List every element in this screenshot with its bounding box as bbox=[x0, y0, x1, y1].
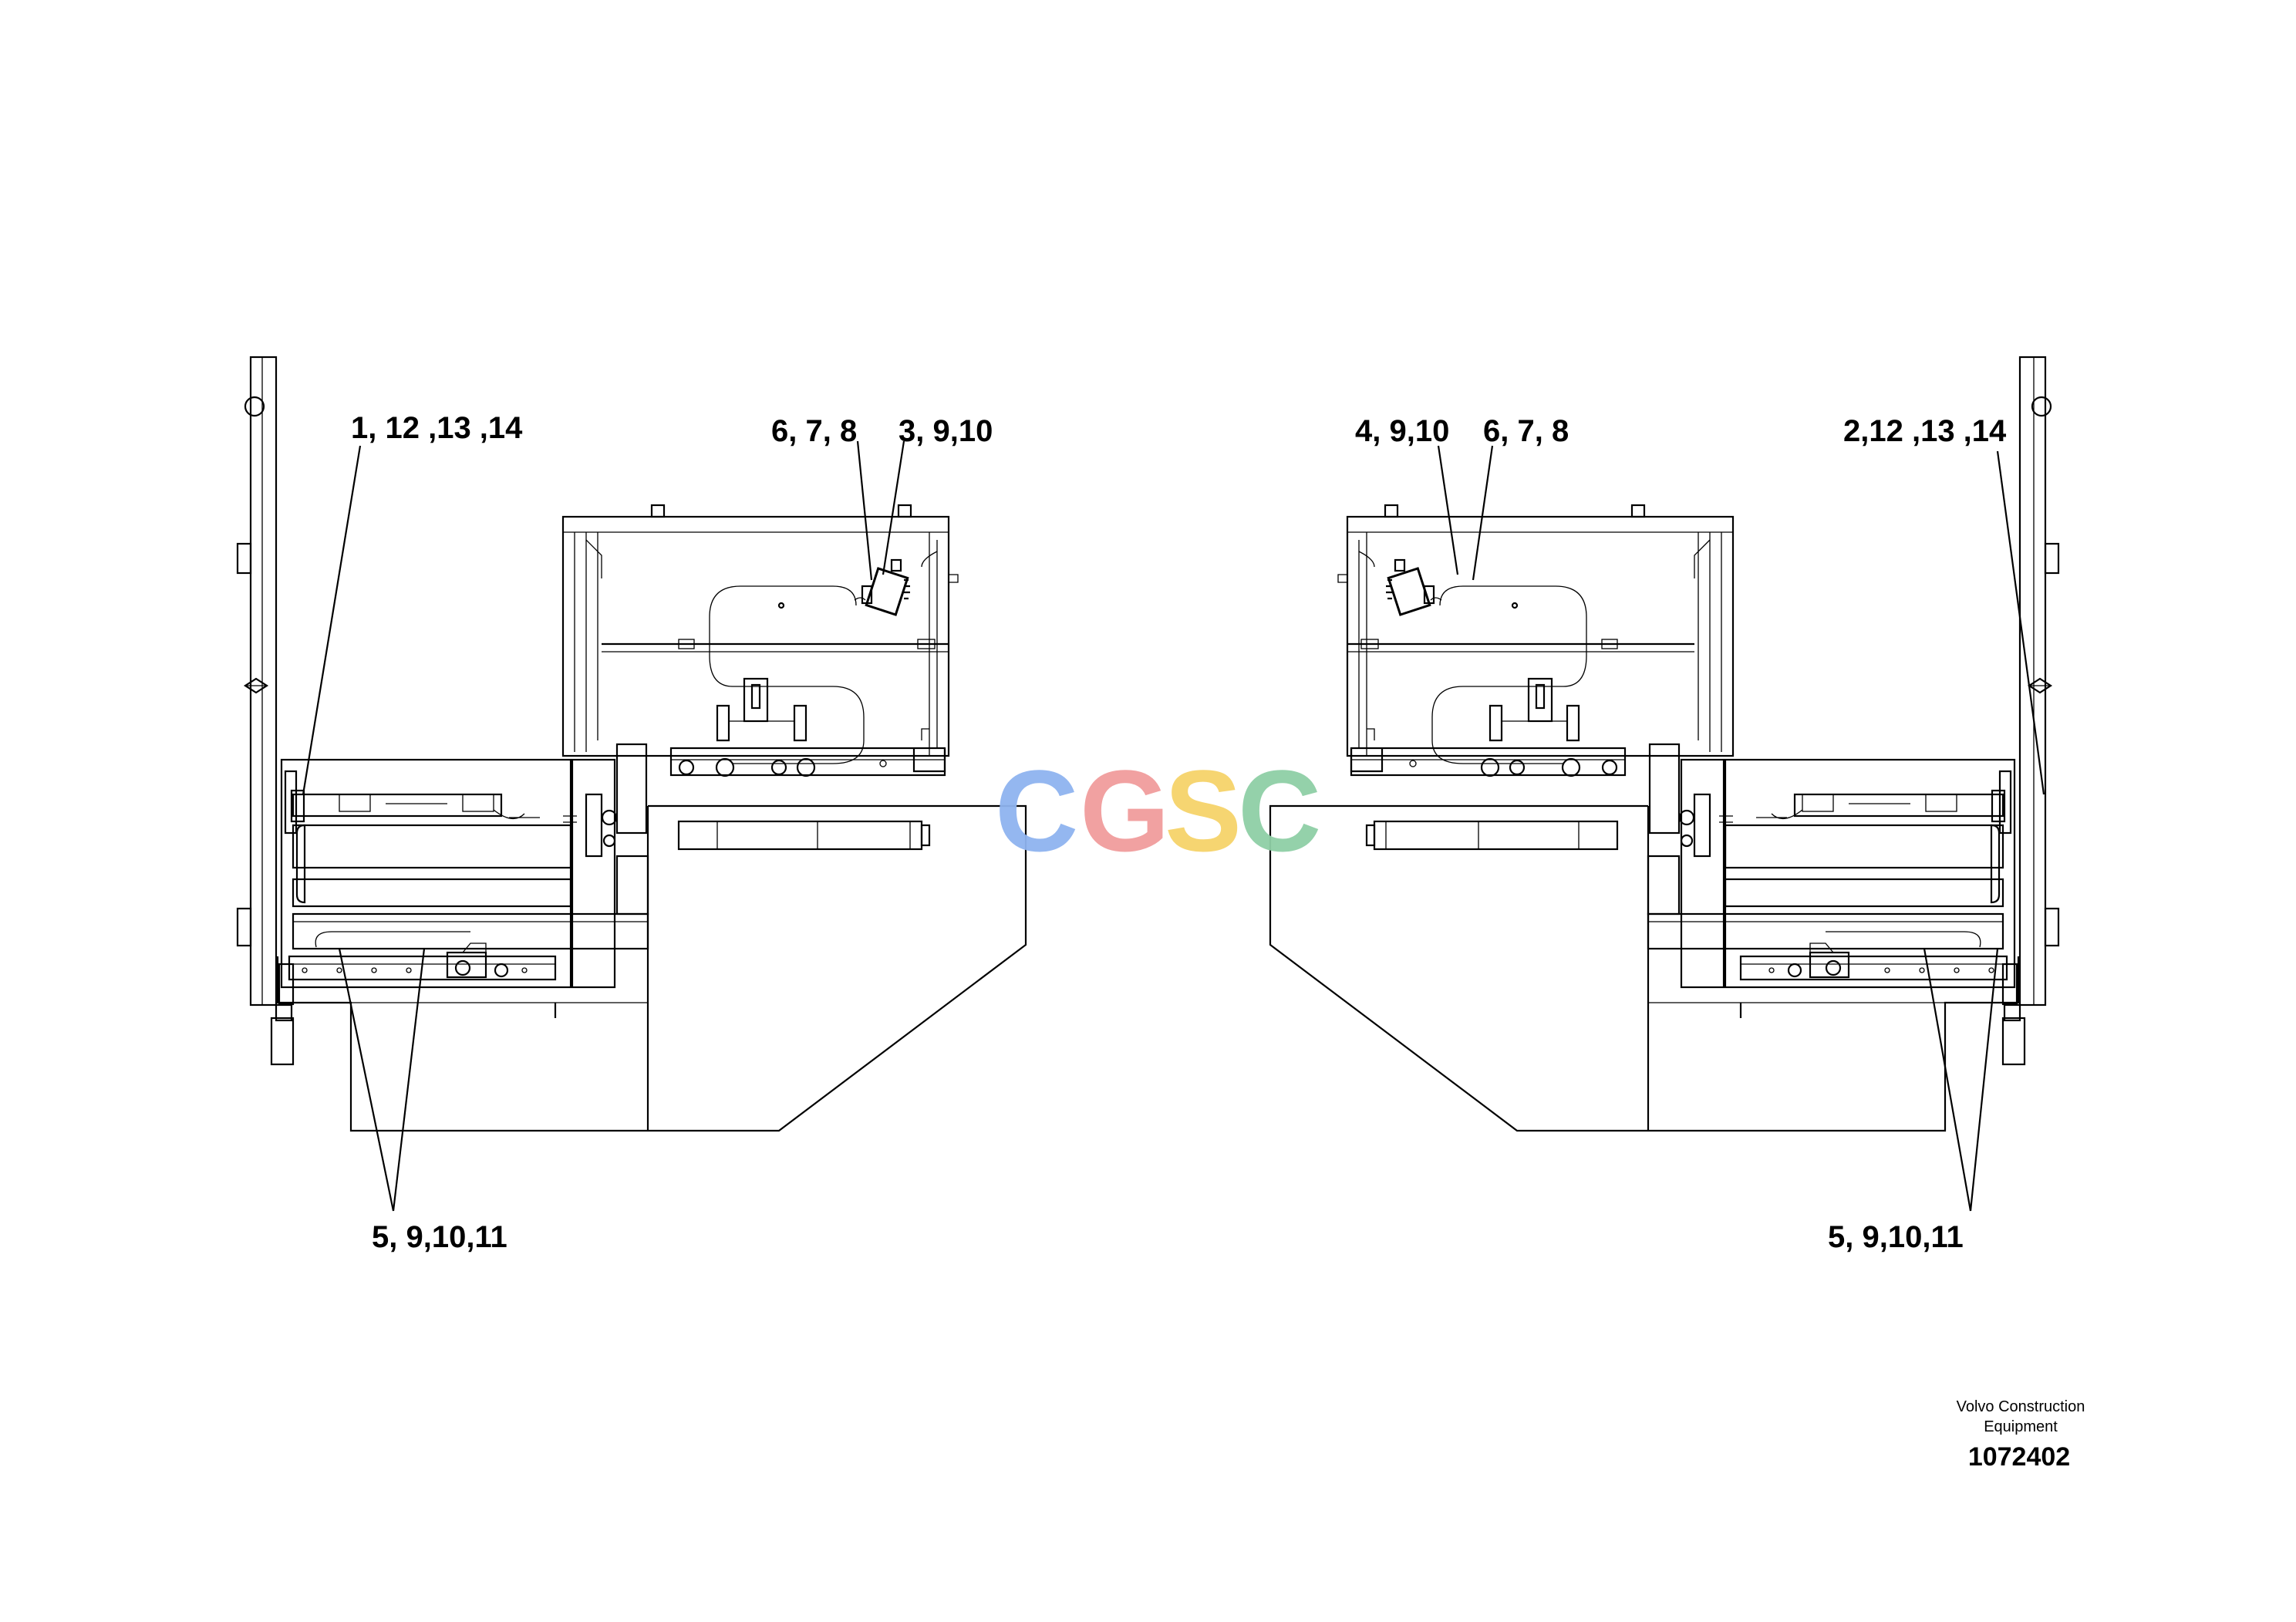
callout-label: 2,12 ,13 ,14 bbox=[1843, 414, 2007, 448]
right-leader-lines bbox=[1437, 445, 2045, 1212]
callout-label: 5, 9,10,11 bbox=[372, 1220, 507, 1254]
left-leader-lines bbox=[302, 440, 905, 1212]
company-name-line1: Volvo Construction bbox=[1957, 1398, 2085, 1415]
callout-label: 6, 7, 8 bbox=[1483, 414, 1569, 448]
callout-label: 5, 9,10,11 bbox=[1828, 1220, 1964, 1254]
watermark-logo: C G S C bbox=[995, 746, 1321, 875]
callout-label: 3, 9,10 bbox=[899, 414, 993, 448]
watermark-letter: C bbox=[995, 746, 1078, 875]
right-assembly-drawing bbox=[1269, 356, 2060, 1132]
watermark-letter: G bbox=[1080, 746, 1170, 875]
callout-label: 4, 9,10 bbox=[1355, 414, 1449, 448]
drawing-number: 1072402 bbox=[1968, 1442, 2070, 1472]
company-name-line2: Equipment bbox=[1984, 1418, 2058, 1435]
watermark-letter: S bbox=[1165, 746, 1242, 875]
callout-label: 6, 7, 8 bbox=[771, 414, 857, 448]
title-block: Volvo Construction Equipment 1072402 bbox=[1957, 1398, 2085, 1472]
callout-label: 1, 12 ,13 ,14 bbox=[351, 411, 523, 445]
watermark-letter: C bbox=[1238, 746, 1321, 875]
